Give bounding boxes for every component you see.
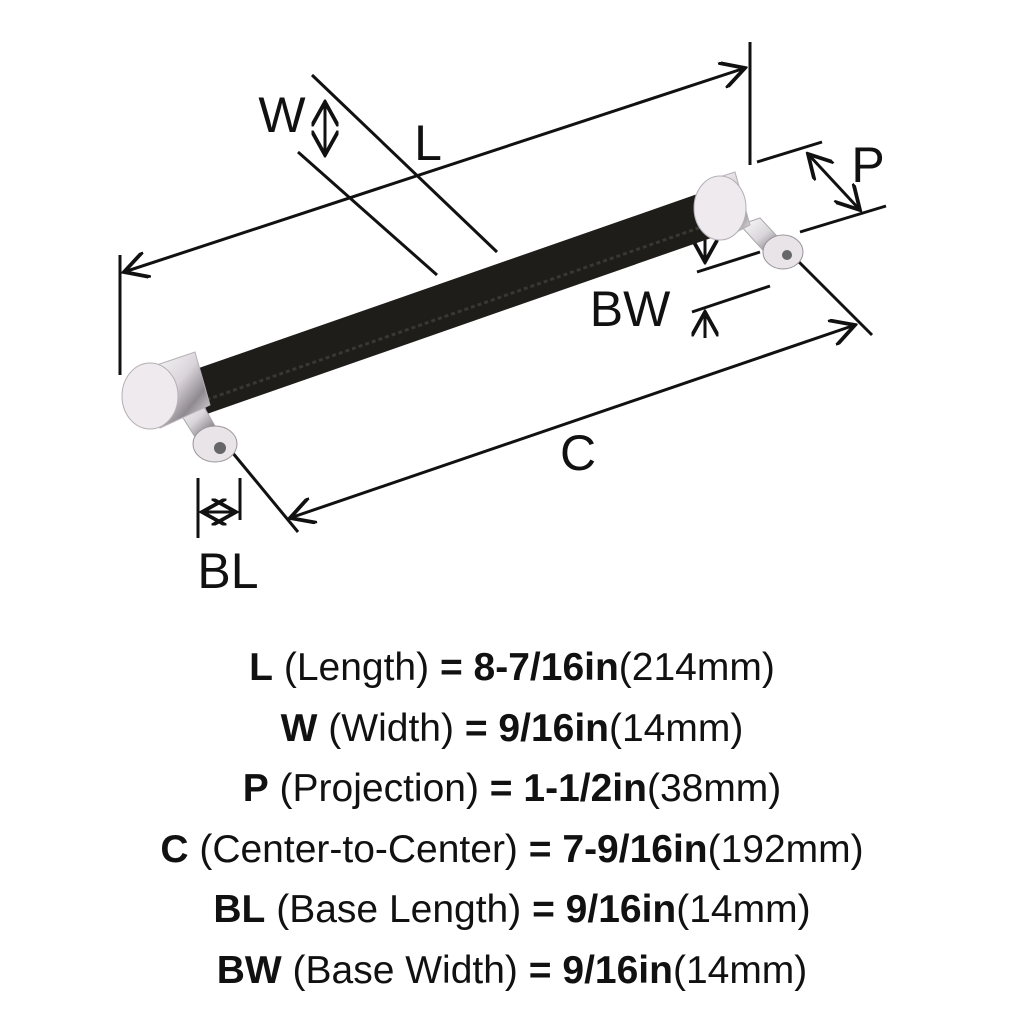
leather-grip (192, 192, 718, 414)
handle (121, 171, 804, 463)
label-w: W (258, 87, 306, 143)
right-endcap (693, 171, 751, 241)
label-c: C (560, 425, 596, 481)
spec-name: (Length) (273, 646, 440, 689)
spec-metric: (14mm) (609, 706, 744, 750)
spec-imperial: = 1-1/2in (489, 767, 647, 810)
spec-code: C (160, 827, 189, 871)
spec-imperial: = 9/16in (528, 948, 673, 992)
spec-metric: (192mm) (707, 827, 864, 871)
spec-row-center-to-center: C (Center-to-Center) = 7-9/16in(192mm) (0, 820, 1024, 881)
spec-row-length: L (Length) = 8-7/16in(214mm) (0, 638, 1024, 699)
dimension-specs: L (Length) = 8-7/16in(214mm) W (Width) =… (0, 638, 1024, 1001)
spec-metric: (214mm) (618, 646, 775, 689)
spec-row-base-length: BL (Base Length) = 9/16in(14mm) (0, 880, 1024, 941)
label-bw: BW (590, 281, 671, 337)
spec-row-projection: P (Projection) = 1-1/2in(38mm) (0, 759, 1024, 820)
spec-imperial: = 7-9/16in (528, 827, 708, 871)
spec-code: BW (216, 948, 282, 992)
spec-imperial: = 9/16in (464, 706, 609, 750)
spec-code: W (280, 706, 318, 750)
spec-name: (Projection) (268, 767, 490, 810)
spec-name: (Center-to-Center) (188, 827, 529, 871)
spec-imperial: = 9/16in (532, 888, 677, 931)
spec-code: BL (213, 888, 266, 931)
stitching (199, 222, 711, 404)
left-post (174, 399, 238, 463)
spec-name: (Base Length) (265, 888, 533, 931)
spec-code: P (242, 767, 269, 810)
label-p: P (851, 137, 884, 193)
spec-imperial: = 8-7/16in (439, 646, 619, 689)
label-l: L (414, 115, 442, 171)
spec-metric: (14mm) (672, 948, 808, 992)
spec-metric: (14mm) (676, 888, 811, 931)
spec-metric: (38mm) (646, 767, 782, 810)
handle-drawing: L W P BW C BL (118, 42, 887, 599)
left-endcap (121, 351, 211, 430)
right-post (739, 217, 804, 270)
spec-name: (Base Width) (281, 948, 529, 992)
label-bl: BL (197, 543, 258, 599)
spec-name: (Width) (317, 706, 465, 750)
spec-row-base-width: BW (Base Width) = 9/16in(14mm) (0, 941, 1024, 1002)
spec-code: L (249, 646, 273, 689)
spec-row-width: W (Width) = 9/16in(14mm) (0, 699, 1024, 760)
